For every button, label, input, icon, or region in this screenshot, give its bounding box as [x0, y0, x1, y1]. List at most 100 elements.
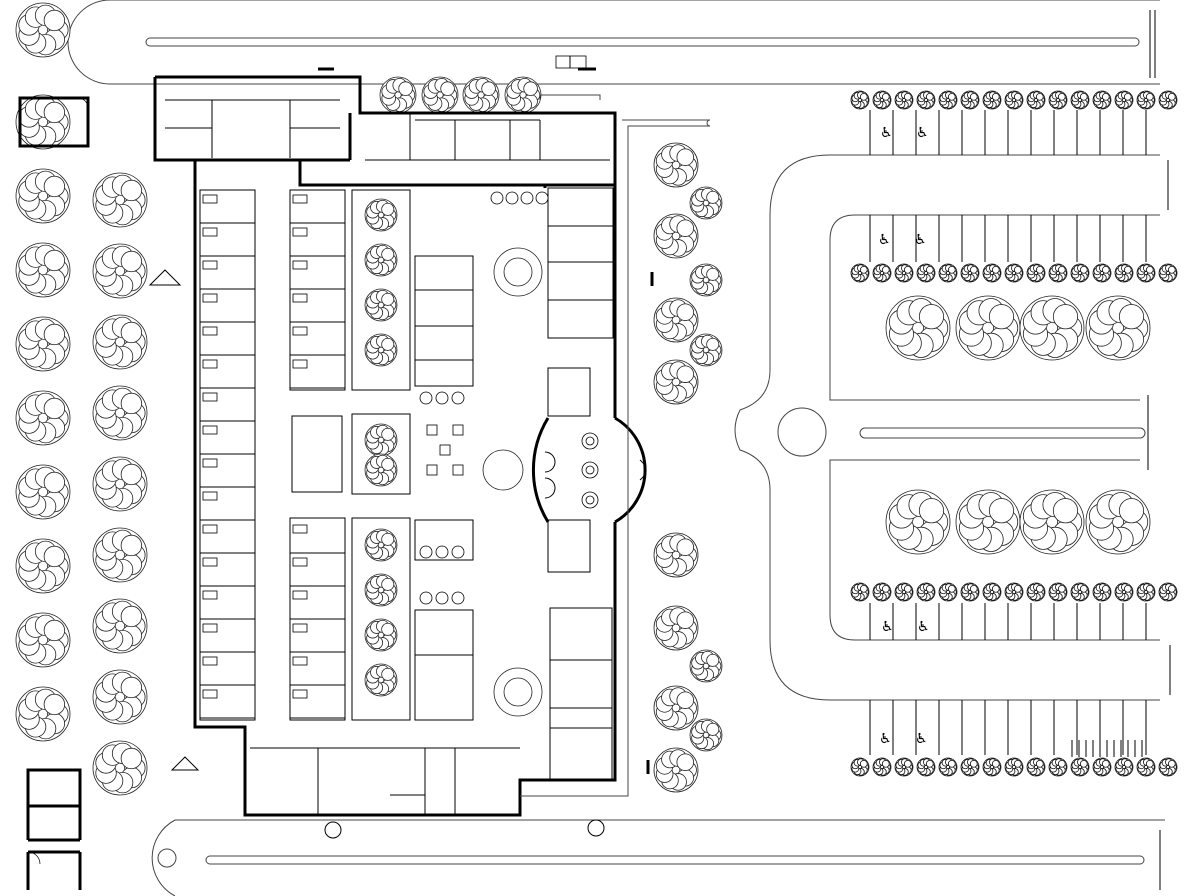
table	[426, 464, 438, 476]
table	[452, 424, 464, 436]
top-tree-row	[379, 76, 542, 114]
shrub-icon	[1092, 263, 1112, 283]
patient-bed	[202, 260, 218, 270]
patient-bed	[202, 623, 218, 633]
parking-loop-road	[734, 154, 1171, 701]
tree-icon	[15, 390, 71, 446]
tree-icon	[462, 76, 500, 114]
table	[535, 191, 549, 205]
tree-icon	[1019, 295, 1085, 361]
patient-bed	[202, 590, 218, 600]
parking-hedge-rows	[850, 90, 1178, 777]
accessible-parking-icon: ♿	[879, 731, 892, 747]
tree-icon	[421, 76, 459, 114]
tree-icon	[15, 242, 71, 298]
accessible-parking-icons: ♿ ♿ ♿ ♿ ♿ ♿ ♿ ♿	[878, 125, 930, 747]
parking-island-trees	[885, 295, 1151, 555]
entrance-arrow-icon	[148, 269, 182, 286]
shrub-icon	[1026, 582, 1046, 602]
accessible-parking-icon: ♿	[880, 125, 893, 141]
tree-icon	[1085, 295, 1151, 361]
shrub-icon	[1048, 263, 1068, 283]
tree-icon	[689, 186, 723, 220]
shrub-icon	[1070, 90, 1090, 110]
shrub-icon	[872, 263, 892, 283]
shrub-icon	[850, 582, 870, 602]
shrub-icon	[894, 263, 914, 283]
shrub-icon	[1114, 582, 1134, 602]
patient-bed	[202, 359, 218, 369]
tree-icon	[92, 243, 148, 299]
patient-bed	[292, 524, 308, 534]
southwest-storage-units	[26, 768, 82, 890]
patient-bed	[292, 326, 308, 336]
tree-icon	[15, 686, 71, 742]
patient-bed	[202, 656, 218, 666]
tree-icon	[885, 489, 951, 555]
shrub-icon	[1158, 757, 1178, 777]
shrub-icon	[1114, 263, 1134, 283]
shrub-icon	[1114, 757, 1134, 777]
shrub-icon	[1004, 757, 1024, 777]
tree-icon	[364, 573, 398, 607]
shrub-icon	[1136, 582, 1156, 602]
garden-feature-trees	[482, 247, 543, 717]
patient-bed	[292, 623, 308, 633]
vehicle-icon	[555, 55, 596, 71]
shrub-icon	[1092, 757, 1112, 777]
shrub-icon	[850, 90, 870, 110]
accessible-parking-icon: ♿	[916, 125, 929, 141]
shrub-icon	[1026, 90, 1046, 110]
shrub-icon	[982, 757, 1002, 777]
tree-icon	[15, 168, 71, 224]
shrub-icon	[872, 90, 892, 110]
shrub-icon	[872, 582, 892, 602]
shrub-icon	[960, 90, 980, 110]
tree-icon	[92, 740, 148, 796]
tree-icon	[653, 747, 699, 793]
accessible-parking-icon: ♿	[881, 619, 894, 635]
shrub-icon	[850, 757, 870, 777]
table	[451, 545, 465, 559]
shrub-icon	[1136, 263, 1156, 283]
accessible-parking-icon: ♿	[917, 619, 930, 635]
shrub-icon	[1158, 90, 1178, 110]
tree-icon	[364, 663, 398, 697]
tree-icon	[379, 76, 417, 114]
tree-icon	[92, 669, 148, 725]
tree-icon	[1085, 489, 1151, 555]
shrub-icon	[1026, 757, 1046, 777]
tree-icon	[15, 538, 71, 594]
shrub-icon	[960, 582, 980, 602]
shrub-icon	[872, 757, 892, 777]
tree-icon	[364, 618, 398, 652]
table	[452, 464, 464, 476]
table	[451, 591, 465, 605]
tree-icon	[653, 685, 699, 731]
entrance-arrow-icon	[324, 821, 342, 839]
perimeter-sidewalk	[520, 94, 711, 797]
patient-bed	[292, 227, 308, 237]
shrub-icon	[1048, 90, 1068, 110]
table	[435, 545, 449, 559]
shrub-icon	[938, 582, 958, 602]
parking-stalls-row-3	[869, 603, 1147, 640]
shrub-icon	[1070, 757, 1090, 777]
tree-icon	[653, 605, 699, 651]
tree-icon	[653, 359, 699, 405]
table	[426, 424, 438, 436]
top-access-road	[67, 0, 1160, 85]
tree-icon	[364, 198, 398, 232]
shrub-icon	[960, 757, 980, 777]
tree-icon	[689, 649, 723, 683]
shrub-icon	[938, 757, 958, 777]
table	[419, 391, 433, 405]
table	[490, 191, 504, 205]
tree-icon	[689, 263, 723, 297]
shrub-icon	[1070, 582, 1090, 602]
tree-icon	[885, 295, 951, 361]
tree-icon	[92, 172, 148, 228]
tree-icon	[653, 142, 699, 188]
patient-beds	[200, 194, 345, 719]
